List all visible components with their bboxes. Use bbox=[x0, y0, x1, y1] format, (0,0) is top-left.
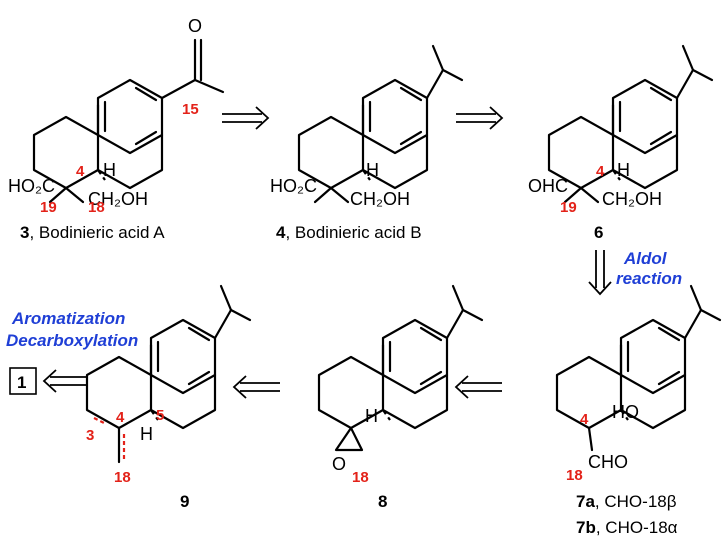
compound-6-caption: 6 bbox=[594, 223, 603, 242]
ho2c-label-4: HO₂C bbox=[270, 176, 317, 196]
locant-3-compound-9: 3 bbox=[86, 427, 94, 444]
locant-18-compound-3: 18 bbox=[88, 199, 105, 216]
locant-4-compound-3: 4 bbox=[76, 163, 85, 180]
h-label-4: H bbox=[366, 160, 379, 180]
compound-4-structure bbox=[297, 44, 464, 204]
locant-19-compound-6: 19 bbox=[560, 199, 577, 216]
dashed-alkene-bonds bbox=[93, 417, 126, 464]
compound-8-structure bbox=[317, 284, 484, 452]
epoxide-oxygen-label: O bbox=[332, 454, 346, 474]
target-compound-1: 1 bbox=[17, 373, 26, 392]
aldol-reaction-label-1: Aldol bbox=[623, 249, 668, 268]
retro-arrow-2 bbox=[456, 106, 504, 130]
ohc-label-6: OHC bbox=[528, 176, 568, 196]
retro-arrow-target bbox=[42, 369, 86, 393]
compound-8-caption: 8 bbox=[378, 492, 387, 511]
compound-9-structure bbox=[85, 284, 252, 430]
retro-arrow-aldol bbox=[588, 250, 612, 296]
locant-4-compound-9: 4 bbox=[116, 409, 125, 426]
locant-19-compound-3: 19 bbox=[40, 199, 57, 216]
compound-7b-caption: 7b, CHO-18α bbox=[576, 518, 678, 537]
cho-label-7: CHO bbox=[588, 452, 628, 472]
h-label-3: H bbox=[103, 160, 116, 180]
compound-9-caption: 9 bbox=[180, 492, 189, 511]
compound-7a-caption: 7a, CHO-18β bbox=[576, 492, 677, 511]
aldol-reaction-label-2: reaction bbox=[616, 269, 682, 288]
h-label-9: H bbox=[140, 424, 153, 444]
locant-18-compound-7: 18 bbox=[566, 467, 583, 484]
compound-6-structure bbox=[547, 44, 714, 204]
ho-label-7: HO bbox=[612, 402, 639, 422]
retro-arrow-4 bbox=[232, 375, 280, 399]
decarboxylation-label: Decarboxylation bbox=[6, 331, 138, 350]
ch2oh-label-6: CH₂OH bbox=[602, 189, 662, 209]
aromatization-label: Aromatization bbox=[11, 309, 125, 328]
locant-5-compound-9: 5 bbox=[156, 407, 164, 424]
ch2oh-label-4: CH₂OH bbox=[350, 189, 410, 209]
locant-18-compound-9: 18 bbox=[114, 469, 131, 486]
compound-4-caption: 4, Bodinieric acid B bbox=[276, 223, 422, 242]
locant-15: 15 bbox=[182, 101, 199, 118]
ho2c-label-3: HO₂C bbox=[8, 176, 55, 196]
compound-7-structure bbox=[555, 284, 722, 452]
retro-arrow-3 bbox=[454, 375, 502, 399]
h-label-6: H bbox=[617, 160, 630, 180]
locant-4-compound-7: 4 bbox=[580, 411, 589, 428]
target-box bbox=[9, 367, 37, 395]
locant-18-compound-8: 18 bbox=[352, 469, 369, 486]
compound-3-caption: 3, Bodinieric acid A bbox=[20, 223, 165, 242]
locant-4-compound-6: 4 bbox=[596, 163, 605, 180]
carbonyl-oxygen-label: O bbox=[188, 16, 202, 36]
retro-arrow-1 bbox=[222, 106, 270, 130]
h-label-8: H bbox=[365, 406, 378, 426]
compound-3-structure bbox=[32, 38, 225, 204]
ch2oh-label-3: CH₂OH bbox=[88, 189, 148, 209]
